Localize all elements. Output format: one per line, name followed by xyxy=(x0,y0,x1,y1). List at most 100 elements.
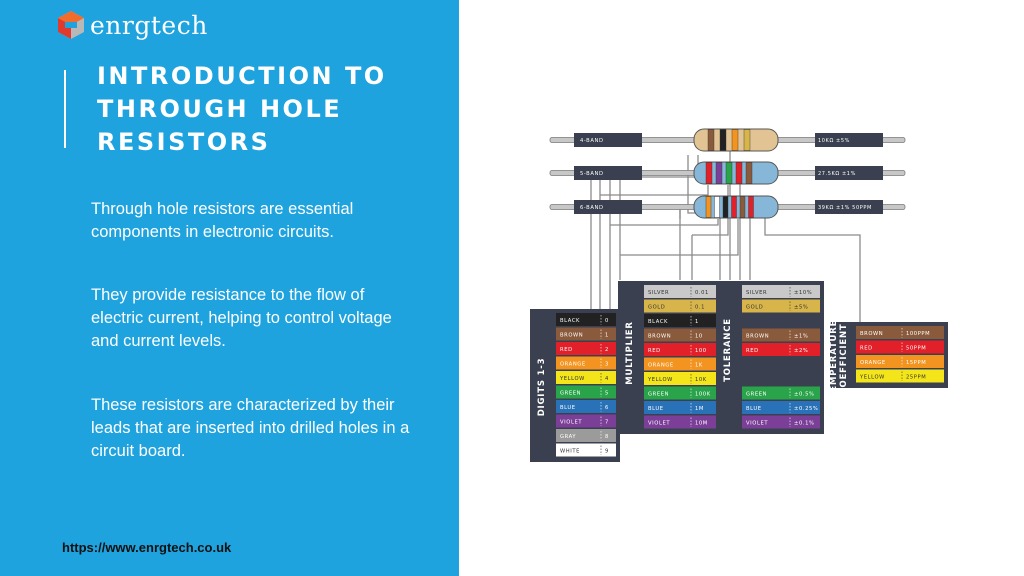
row-value: 1K xyxy=(695,363,703,369)
resistor-band xyxy=(714,196,720,218)
row-value: 15PPM xyxy=(906,360,926,366)
row-value: 100K xyxy=(695,392,711,398)
row-value: 25PPM xyxy=(906,375,926,381)
title-line: THROUGH HOLE xyxy=(97,95,343,123)
brand-logo[interactable]: enrgtech xyxy=(56,10,208,40)
row-color-name: BLUE xyxy=(560,405,576,411)
row-color-name: RED xyxy=(648,348,661,354)
row-color-name: GREEN xyxy=(746,392,767,398)
table-row xyxy=(644,343,716,356)
row-value: 7 xyxy=(605,420,609,426)
table-row xyxy=(644,386,716,400)
row-value: 0.01 xyxy=(695,290,709,296)
table-row xyxy=(856,326,944,339)
resistor-value: 39KΩ ±1% 50PPM xyxy=(818,205,872,211)
value-label-box xyxy=(815,200,883,214)
row-color-name: YELLOW xyxy=(859,375,885,381)
row-value: ±10% xyxy=(794,290,812,296)
row-color-name: RED xyxy=(560,347,573,353)
table-title: MULTIPLIER xyxy=(625,321,635,385)
resistor-band xyxy=(725,162,733,184)
row-color-name: RED xyxy=(746,348,759,354)
table-title: TOLERANCE xyxy=(723,318,733,382)
row-value: 100 xyxy=(695,348,707,354)
connector-line xyxy=(764,207,861,323)
row-color-name: BLACK xyxy=(648,319,668,325)
row-color-name: GREEN xyxy=(560,391,581,397)
row-color-name: YELLOW xyxy=(647,377,673,383)
row-value: 6 xyxy=(605,405,609,411)
table-row xyxy=(742,299,820,313)
resistor-band xyxy=(715,162,723,184)
table-row xyxy=(742,314,820,327)
row-value: 10 xyxy=(695,334,703,340)
resistor-band xyxy=(731,196,737,218)
row-value: ±0.5% xyxy=(794,392,815,398)
table-row xyxy=(742,357,820,371)
table-row xyxy=(644,328,716,342)
row-value: 5 xyxy=(605,391,609,397)
resistor-value: 27.5KΩ ±1% xyxy=(818,171,856,177)
resistor-5-band: 5-BAND 27.5KΩ ±1% xyxy=(549,161,906,185)
paragraph-characterized: These resistors are characterized by the… xyxy=(91,396,410,460)
connector-line xyxy=(600,185,709,196)
resistor-band xyxy=(707,129,715,151)
band-label-box xyxy=(574,166,642,180)
row-color-name: SILVER xyxy=(746,290,767,296)
table-row xyxy=(856,340,944,354)
enrgtech-logo-icon xyxy=(58,11,84,39)
table-title-line: TEMPERATURE xyxy=(829,320,839,398)
table-row xyxy=(742,415,820,429)
title-line: RESISTORS xyxy=(97,128,271,156)
row-value: 3 xyxy=(605,362,609,368)
table-row xyxy=(742,343,820,356)
row-color-name: ORANGE xyxy=(860,360,886,366)
resistor-label: 5-BAND xyxy=(580,171,604,177)
paragraph-essential: Through hole resistors are essential com… xyxy=(91,200,354,241)
row-value: 0 xyxy=(605,318,609,324)
table-tolerance: SILVER±10%GOLD±5%BROWN±1%RED±2%GREEN±0.5… xyxy=(716,281,824,434)
resistor-band xyxy=(722,196,729,218)
row-color-name: YELLOW xyxy=(559,376,585,382)
row-value: ±0.1% xyxy=(794,421,815,427)
row-value: 8 xyxy=(605,434,609,440)
paragraph-resistance: They provide resistance to the flow of e… xyxy=(91,286,392,350)
footer-url[interactable]: https://www.enrgtech.co.uk xyxy=(62,540,232,555)
row-color-name: BLUE xyxy=(746,406,762,412)
table-row xyxy=(856,369,944,383)
resistor-band xyxy=(743,129,751,151)
resistor-value: 10KΩ ±5% xyxy=(818,138,850,144)
row-color-name: BROWN xyxy=(648,334,671,340)
row-value: ±1% xyxy=(794,334,808,340)
row-value: 10M xyxy=(695,421,708,427)
row-color-name: BROWN xyxy=(560,333,583,339)
resistor-label: 6-BAND xyxy=(580,205,604,211)
resistor-band xyxy=(748,196,754,218)
row-color-name: BROWN xyxy=(860,331,883,337)
table-row xyxy=(644,401,716,414)
row-value: 50PPM xyxy=(906,346,926,352)
row-color-name: BLACK xyxy=(560,318,580,324)
table-row xyxy=(742,372,820,385)
row-color-name: BROWN xyxy=(746,334,769,340)
row-color-name: GOLD xyxy=(648,305,665,311)
row-color-name: RED xyxy=(860,346,873,352)
table-row xyxy=(742,285,820,298)
row-value: 9 xyxy=(605,449,609,455)
resistor-band xyxy=(731,129,739,151)
brand-name: enrgtech xyxy=(90,10,208,40)
row-color-name: GREEN xyxy=(648,392,669,398)
table-row xyxy=(644,357,716,371)
table-row xyxy=(856,355,944,368)
row-value: 1M xyxy=(695,406,704,412)
row-color-name: ORANGE xyxy=(560,362,586,368)
row-value: 4 xyxy=(605,376,609,382)
table-row xyxy=(644,372,716,385)
row-value: ±0.25% xyxy=(794,406,818,412)
resistor-band xyxy=(739,196,746,218)
row-color-name: GOLD xyxy=(746,305,763,311)
table-row xyxy=(644,285,716,298)
resistor-band xyxy=(719,129,727,151)
